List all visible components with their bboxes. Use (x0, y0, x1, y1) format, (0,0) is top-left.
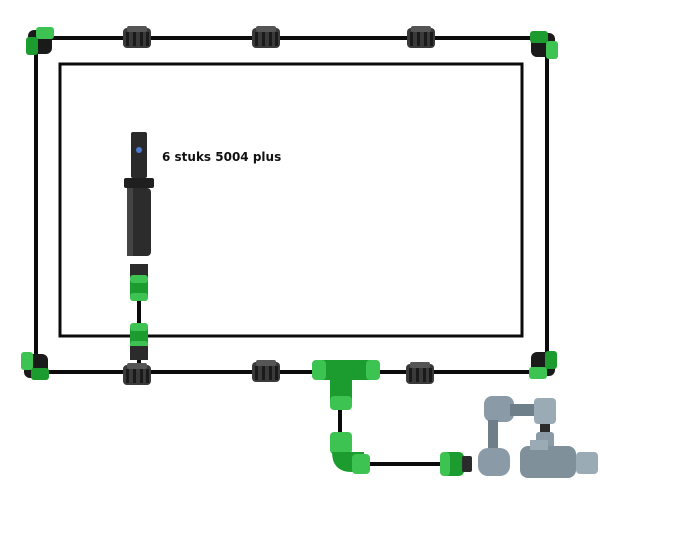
sprinkler-head (124, 132, 154, 256)
saddle-clamp-bottom-2 (252, 360, 280, 382)
corner-elbow-bottom-left (21, 352, 49, 380)
saddle-clamp-top-1 (123, 26, 151, 48)
corner-elbow-top-right (530, 31, 558, 59)
sprinkler-coupler-upper (130, 275, 148, 301)
supply-pipe (338, 380, 470, 466)
saddle-clamp-top-3 (407, 26, 435, 48)
tee-fitting (312, 360, 380, 410)
corner-elbow-top-left (26, 27, 54, 55)
saddle-clamp-bottom-3 (406, 362, 434, 384)
pipe-loop (34, 36, 549, 374)
saddle-clamp-bottom-1 (123, 363, 151, 385)
sprinkler-thread-adapter (130, 264, 148, 278)
saddle-clamp-top-2 (252, 26, 280, 48)
sprinkler-riser-thread (130, 346, 148, 360)
corner-elbow-bottom-right (529, 351, 557, 379)
lawn-area-outline (58, 62, 524, 338)
pump-coupler (440, 452, 472, 476)
sprinkler-coupler-lower (130, 323, 148, 349)
pvc-valve-assembly (478, 396, 598, 478)
sprinkler-label: 6 stuks 5004 plus (162, 150, 282, 164)
supply-elbow (330, 432, 370, 474)
